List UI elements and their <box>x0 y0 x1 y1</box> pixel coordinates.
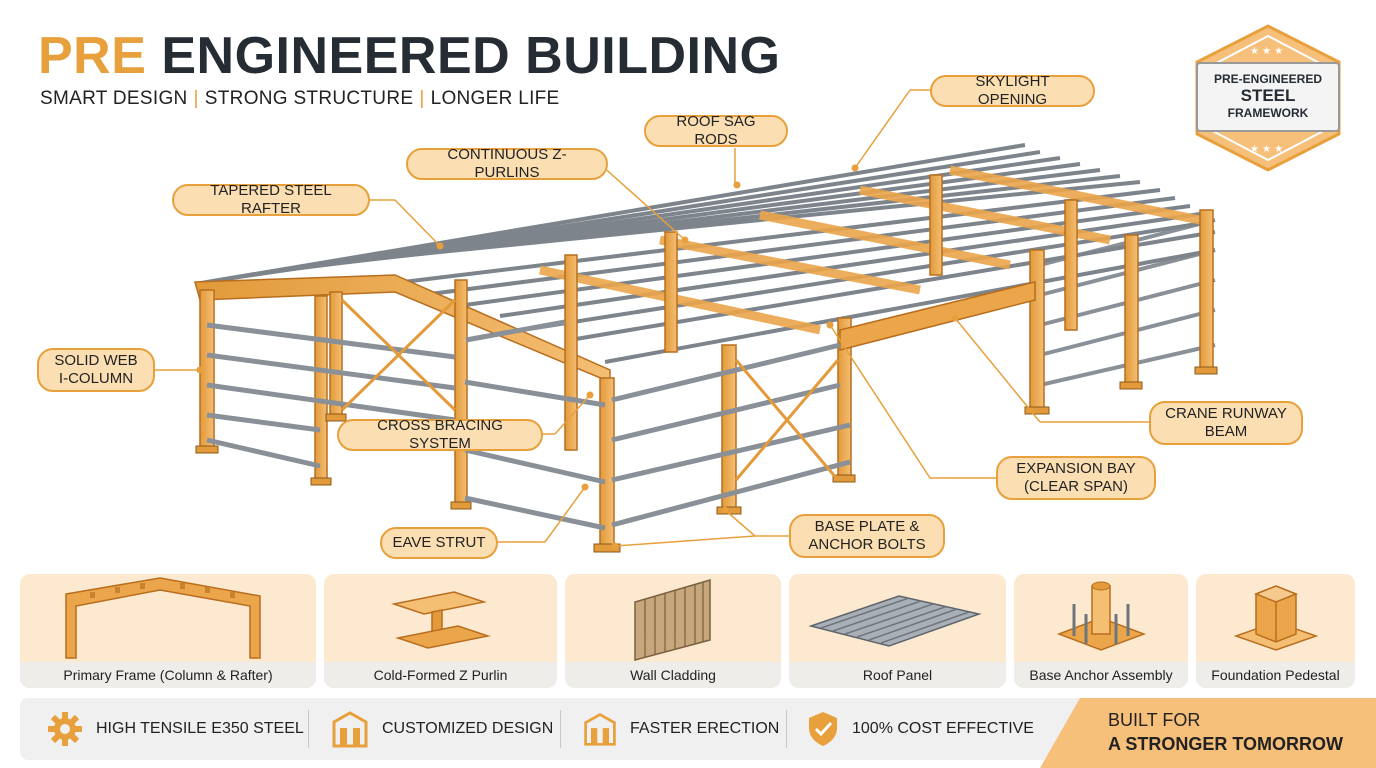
badge-line2: STEEL <box>1240 86 1296 105</box>
divider <box>308 710 309 748</box>
callout-expansion-bay: EXPANSION BAY (CLEAR SPAN) <box>996 456 1156 500</box>
primary-frame-icon <box>65 577 261 659</box>
feature-cost-effective: 100% COST EFFECTIVE <box>806 698 1034 760</box>
component-card-primary-frame: Primary Frame (Column & Rafter) <box>20 574 316 688</box>
roof-panel-icon <box>808 595 982 647</box>
shield-check-icon <box>809 712 837 746</box>
building-icon <box>332 711 368 748</box>
callout-tapered-steel-rafter: TAPERED STEEL RAFTER <box>172 182 370 217</box>
tagline-line2: A STRONGER TOMORROW <box>1108 734 1343 754</box>
feature-label: CUSTOMIZED DESIGN <box>382 720 554 737</box>
callout-eave-strut: EAVE STRUT <box>380 527 498 559</box>
component-label: Base Anchor Assembly <box>1014 662 1188 688</box>
component-card-base-anchor: Base Anchor Assembly <box>1014 574 1188 688</box>
feature-high-tensile-steel: HIGH TENSILE E350 STEEL <box>46 698 304 760</box>
callout-base-plate-anchor-bolts: BASE PLATE & ANCHOR BOLTS <box>789 514 945 558</box>
component-label: Cold-Formed Z Purlin <box>324 662 557 688</box>
page-title: PRE ENGINEERED BUILDING <box>38 26 780 86</box>
feature-customized-design: CUSTOMIZED DESIGN <box>330 698 553 760</box>
callout-continuous-z-purlins: CONTINUOUS Z-PURLINS <box>406 146 608 181</box>
callout-crane-runway-beam: CRANE RUNWAY BEAM <box>1149 401 1303 445</box>
building-icon <box>584 713 616 746</box>
foundation-pedestal-icon <box>1233 585 1319 651</box>
svg-text:★ ★ ★: ★ ★ ★ <box>1250 46 1283 57</box>
badge-line3: FRAMEWORK <box>1227 106 1309 120</box>
separator: | <box>419 88 425 109</box>
divider <box>786 710 787 748</box>
feature-label: HIGH TENSILE E350 STEEL <box>96 720 304 737</box>
component-card-z-purlin: Cold-Formed Z Purlin <box>324 574 557 688</box>
tagline-line1: BUILT FOR <box>1108 710 1201 730</box>
svg-text:★ ★ ★: ★ ★ ★ <box>1250 144 1283 155</box>
title-main: ENGINEERED BUILDING <box>161 27 781 85</box>
component-label: Roof Panel <box>789 662 1006 688</box>
wall-cladding-icon <box>634 578 711 661</box>
feature-label: FASTER ERECTION <box>630 720 780 737</box>
subtitle-item: SMART DESIGN <box>40 88 188 109</box>
feature-faster-erection: FASTER ERECTION <box>582 698 779 760</box>
callout-cross-bracing-system: CROSS BRACING SYSTEM <box>337 417 543 452</box>
component-label: Primary Frame (Column & Rafter) <box>20 662 316 688</box>
divider <box>560 710 561 748</box>
callout-skylight-opening: SKYLIGHT OPENING <box>930 73 1095 108</box>
component-label: Wall Cladding <box>565 662 781 688</box>
tagline-banner: BUILT FOR A STRONGER TOMORROW <box>1040 698 1376 768</box>
badge-line1: PRE-ENGINEERED <box>1213 72 1323 86</box>
component-label: Foundation Pedestal <box>1196 662 1355 688</box>
feature-label: 100% COST EFFECTIVE <box>852 720 1034 737</box>
title-accent: PRE <box>38 27 147 85</box>
tagline-background <box>1040 698 1376 768</box>
subtitle-item: STRONG STRUCTURE <box>204 88 414 109</box>
badge: PRE-ENGINEERED STEEL FRAMEWORK <box>1196 62 1340 132</box>
separator: | <box>193 88 199 109</box>
callout-solid-web-i-column: SOLID WEB I-COLUMN <box>37 348 155 392</box>
gear-icon <box>48 712 82 746</box>
z-purlin-icon <box>391 591 491 649</box>
component-card-foundation-pedestal: Foundation Pedestal <box>1196 574 1355 688</box>
component-card-roof-panel: Roof Panel <box>789 574 1006 688</box>
callout-roof-sag-rods: ROOF SAG RODS <box>644 113 788 148</box>
subtitle-item: LONGER LIFE <box>430 88 560 109</box>
page-subtitle: SMART DESIGN|STRONG STRUCTURE|LONGER LIF… <box>40 88 560 110</box>
component-card-wall-cladding: Wall Cladding <box>565 574 781 688</box>
base-anchor-icon <box>1056 581 1147 651</box>
building-illustration <box>140 89 1218 553</box>
